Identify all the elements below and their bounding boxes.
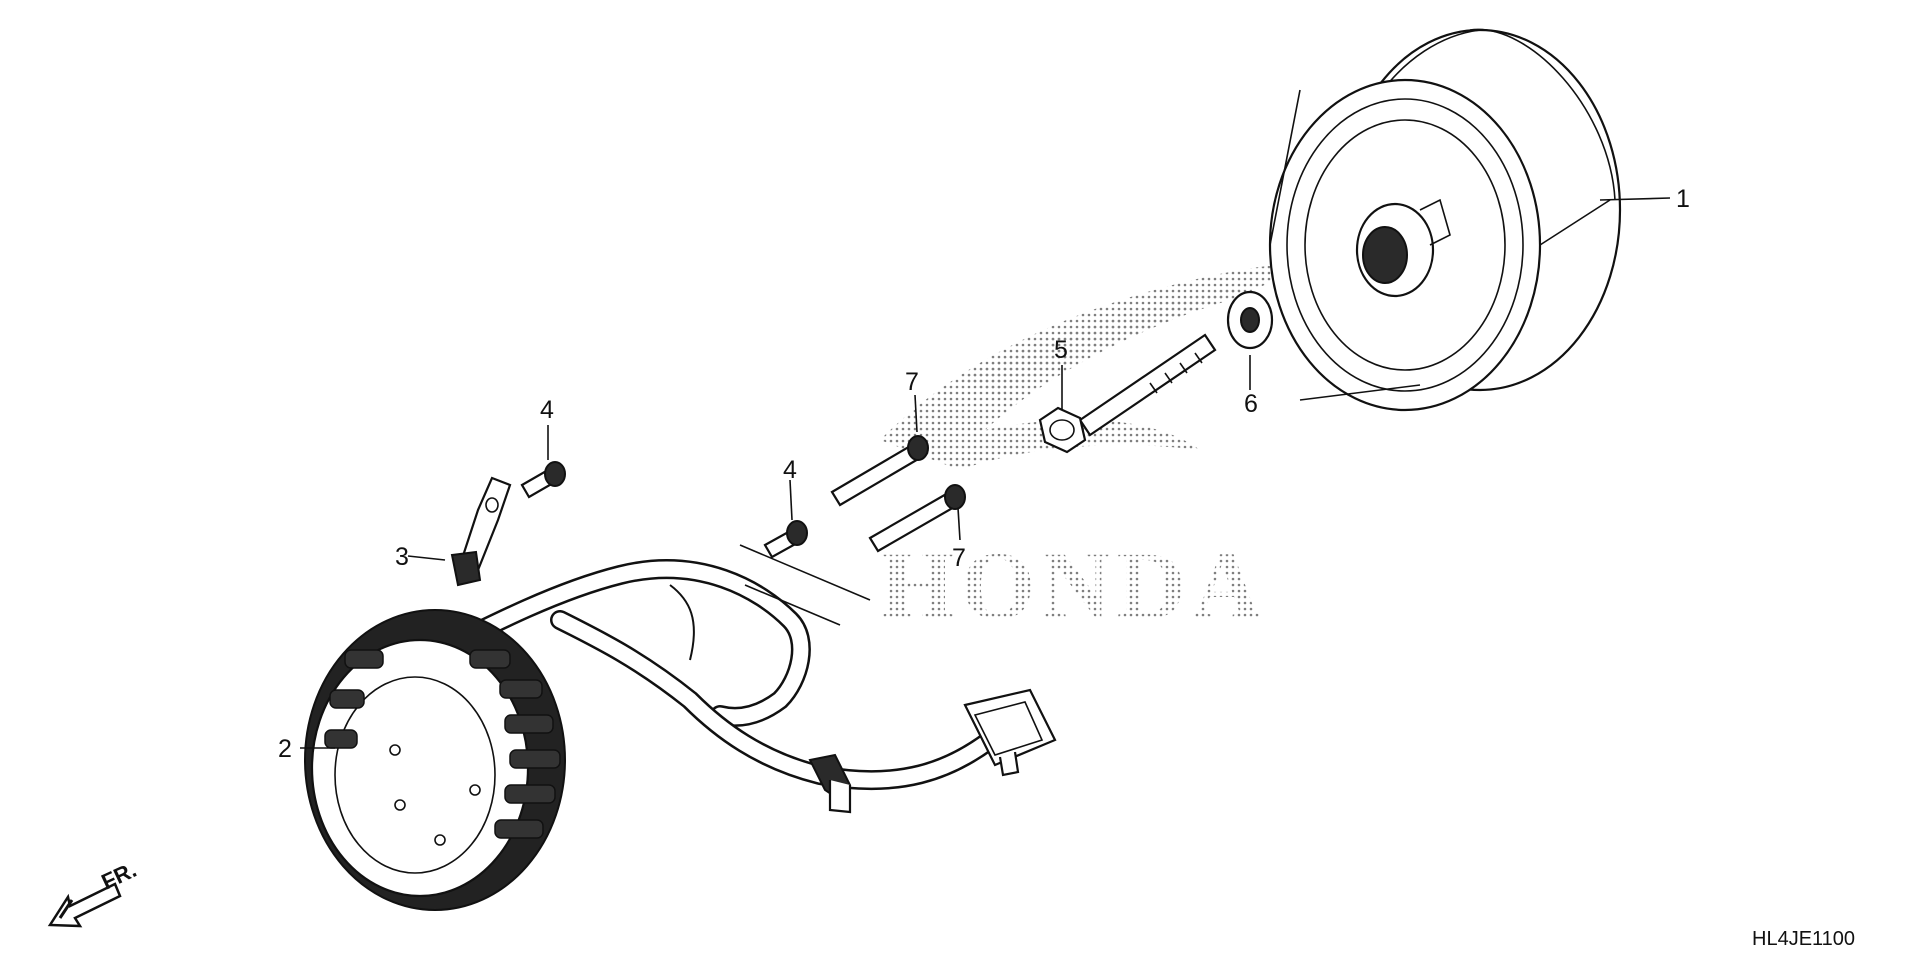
stator-coil-part bbox=[304, 609, 566, 911]
honda-watermark-text: HONDA bbox=[880, 532, 1267, 639]
flange-bolt-part bbox=[1038, 333, 1217, 454]
callout-7-lower-long-bolt: 7 bbox=[952, 544, 966, 572]
callout-5-flange-bolt: 5 bbox=[1054, 336, 1068, 364]
stator-windings bbox=[324, 649, 561, 839]
callout-3-clamp: 3 bbox=[395, 543, 409, 571]
washer-part bbox=[1226, 290, 1274, 350]
stator-mounting-holes bbox=[389, 744, 481, 846]
callout-7-upper-long-bolt: 7 bbox=[905, 368, 919, 396]
short-bolt-lower-part bbox=[763, 520, 808, 559]
long-bolt-lower-part bbox=[868, 484, 966, 553]
cable-clamp-bracket-part bbox=[450, 476, 512, 587]
wiring-harness bbox=[410, 559, 1000, 814]
long-bolt-upper-part bbox=[830, 435, 929, 507]
callout-6-washer: 6 bbox=[1244, 390, 1258, 418]
front-direction-arrow bbox=[47, 882, 122, 928]
diagram-reference-code: HL4JE1100 bbox=[1752, 928, 1855, 950]
callout-4-lower-bolt: 4 bbox=[783, 456, 797, 484]
honda-wing-logo-watermark: HONDA bbox=[880, 264, 1293, 639]
harness-connector bbox=[963, 688, 1057, 777]
leader-lines bbox=[300, 197, 1671, 749]
short-bolt-upper-part bbox=[520, 461, 566, 499]
callout-2-stator: 2 bbox=[278, 735, 292, 763]
callout-1-flywheel: 1 bbox=[1676, 185, 1690, 213]
callout-4-upper-bolt: 4 bbox=[540, 396, 554, 424]
flywheel-rotor-part bbox=[1268, 28, 1622, 412]
